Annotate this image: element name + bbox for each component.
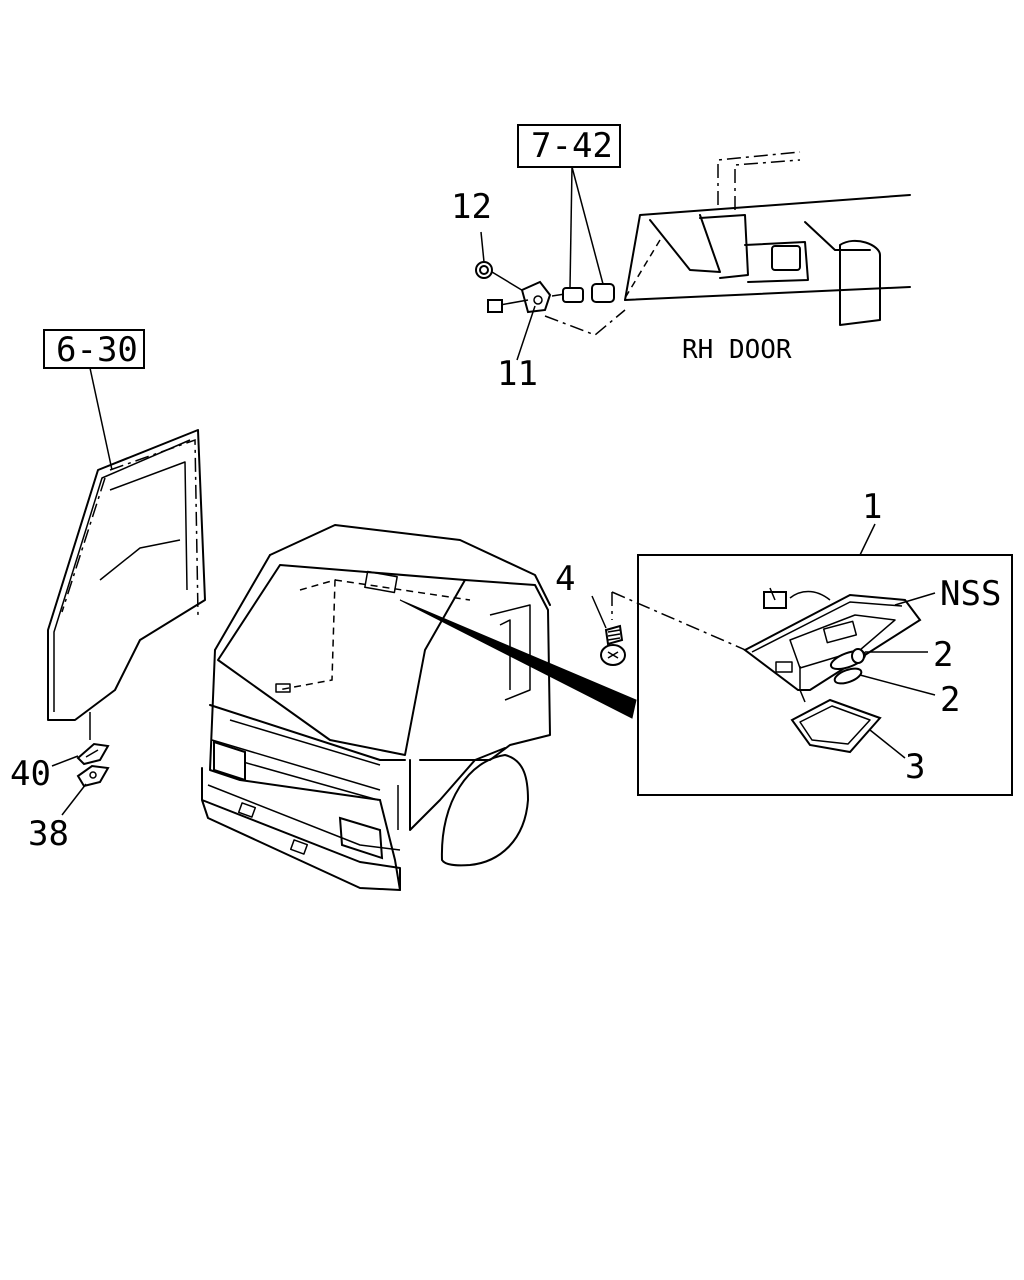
callout-4: 4 [555,559,575,599]
callout-nss: NSS [940,574,1001,614]
rh-door-detail [544,151,911,336]
callout-6-30: 6-30 [56,330,138,370]
truck-cab [201,524,551,891]
callout-2-upper: 2 [933,635,953,675]
detail-pointer [399,599,637,719]
callout-38: 38 [28,814,69,854]
callout-7-42: 7-42 [531,126,613,166]
callout-12: 12 [451,187,492,227]
callout-1: 1 [862,487,882,527]
callout-11: 11 [497,354,538,394]
parts-40-38 [76,742,110,788]
label-rh-door: RH DOOR [682,335,792,365]
callout-2-lower: 2 [940,680,960,720]
ref-box-7-42 [517,124,621,168]
callout-40: 40 [10,754,51,794]
door-switch-parts [475,261,615,314]
room-lamp-assembly [743,587,922,754]
ref-box-6-30 [43,329,145,369]
left-door [47,429,206,721]
screw-part-4 [600,624,626,666]
callout-3: 3 [905,747,925,787]
